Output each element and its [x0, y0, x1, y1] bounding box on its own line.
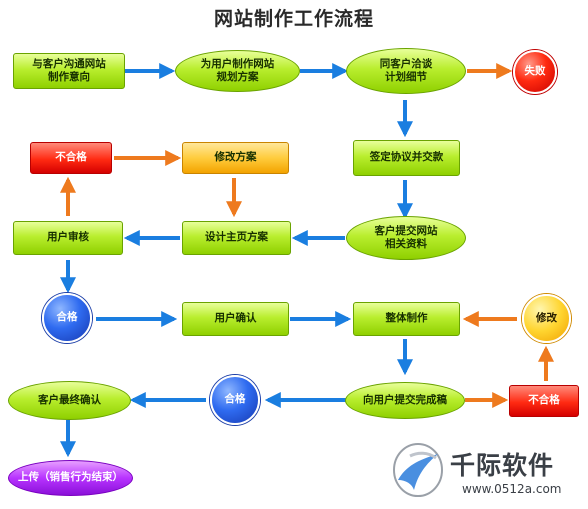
node-upload: 上传（销售行为结束） — [8, 460, 133, 496]
node-fail: 失败 — [513, 50, 557, 94]
node-submit: 向用户提交完成稿 — [345, 382, 465, 419]
watermark-name: 千际软件 — [450, 451, 555, 480]
node-final-confirm: 客户最终确认 — [8, 381, 131, 420]
node-design: 设计主页方案 — [182, 221, 291, 255]
watermark-logo-icon — [393, 443, 443, 497]
node-not-ok-bottom: 不合格 — [509, 385, 579, 417]
node-confirm: 用户确认 — [182, 302, 289, 336]
node-plan: 为用户制作网站 规划方案 — [175, 50, 300, 92]
node-review: 用户审核 — [13, 221, 123, 255]
node-pass-1: 合格 — [42, 293, 92, 343]
diagram-title: 网站制作工作流程 — [213, 8, 374, 30]
node-modify-plan: 修改方案 — [182, 142, 289, 174]
node-negotiate: 同客户洽谈 计划细节 — [346, 48, 466, 94]
node-communicate: 与客户沟通网站 制作意向 — [13, 53, 125, 89]
watermark: 千际软件 www.0512a.com — [388, 436, 588, 506]
watermark-url: www.0512a.com — [462, 482, 562, 496]
node-materials: 客户提交网站 相关资料 — [346, 216, 466, 260]
node-not-ok-top: 不合格 — [30, 142, 112, 174]
node-build: 整体制作 — [353, 302, 460, 336]
node-modify: 修改 — [522, 294, 571, 343]
node-sign: 签定协议并交款 — [353, 140, 460, 176]
node-pass-2: 合格 — [210, 375, 260, 425]
